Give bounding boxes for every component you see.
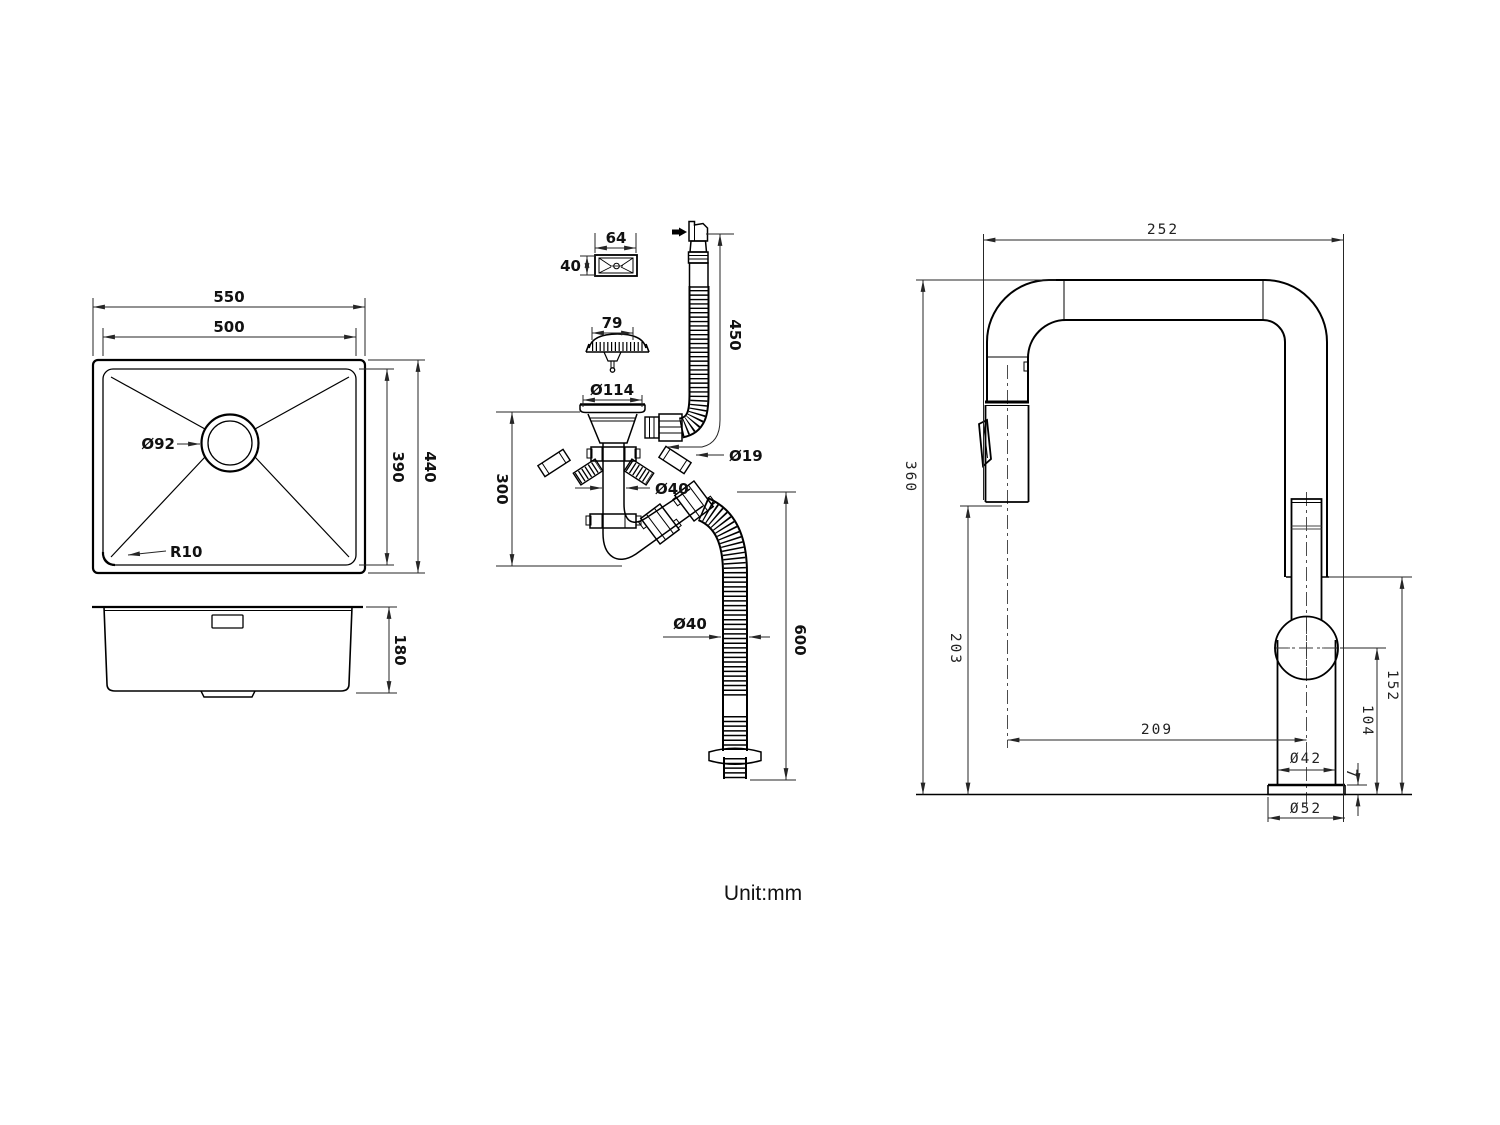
corner-radius-arc: [101, 551, 116, 567]
hose-end-flange: [708, 747, 762, 765]
dim-overflow-width: 64: [606, 229, 627, 247]
faucet-dimensions: 252 360 203 209 152 104 Ø42 7 Ø52: [902, 222, 1412, 822]
drain-flange-body: [579, 403, 704, 560]
dim-trap-height: 300: [493, 473, 511, 504]
dim-sink-outer-depth: 440: [421, 451, 439, 482]
tailpiece-nuts: [585, 446, 642, 529]
spray-trigger: [978, 418, 992, 468]
hose-spigots: [536, 445, 693, 486]
dim-base-thickness: 7: [1343, 769, 1359, 780]
unit-note: Unit:mm: [724, 882, 802, 905]
overflow-slot: [211, 614, 244, 629]
dim-spout-clearance: 203: [947, 633, 963, 665]
dim-overflow-height: 40: [560, 257, 581, 275]
trap-union-nuts: [638, 479, 716, 546]
dim-outlet-hose-diameter: Ø40: [673, 615, 707, 633]
dim-sink-inner-depth: 390: [389, 451, 407, 482]
dim-ball-joint-height: 104: [1359, 705, 1375, 737]
sink-side-view: 180: [92, 605, 409, 698]
dim-corner-radius: R10: [170, 543, 202, 561]
dim-spout-offset: 209: [1141, 722, 1173, 738]
dim-spout-reach: 252: [1147, 222, 1179, 238]
screw-icon: [672, 229, 679, 235]
outlet-hose: [697, 497, 762, 779]
faucet-view: 252 360 203 209 152 104 Ø42 7 Ø52: [902, 222, 1412, 822]
dim-body-diameter: Ø42: [1290, 751, 1322, 767]
overflow-tee: [644, 413, 683, 442]
spray-head: [978, 400, 1030, 503]
dim-overflow-hose-length: 450: [726, 319, 744, 350]
dim-base-diameter: Ø52: [1290, 801, 1322, 817]
overflow-cover: [594, 254, 638, 277]
dim-drain-diameter: Ø92: [141, 435, 175, 453]
drain-boss: [200, 690, 256, 698]
dim-sink-outer-width: 550: [213, 288, 244, 306]
dim-outlet-hose-length: 600: [791, 624, 809, 655]
strainer-basket: [585, 333, 650, 373]
sink-top-view: 550 500 390 440 Ø92 R10: [91, 288, 439, 575]
dim-strainer-diameter: 79: [602, 314, 623, 332]
overflow-hose: [678, 286, 710, 439]
drain-assembly: 64 40 79 Ø114 450 300 Ø19 Ø40: [493, 220, 809, 781]
drain-hole: [200, 413, 260, 473]
spout-clip-detail: [1023, 361, 1029, 372]
ball-joint: [1274, 615, 1339, 681]
dim-tailpipe-diameter: Ø40: [655, 480, 689, 498]
dim-handle-top-height: 152: [1384, 670, 1400, 702]
dim-spigot-diameter: Ø19: [729, 447, 763, 465]
overflow-top-connector: [672, 220, 709, 288]
dim-total-height: 360: [902, 461, 918, 493]
faucet-handle: [1290, 498, 1323, 620]
drain-dimensions: 64 40 79 Ø114 450 300 Ø19 Ø40: [493, 229, 809, 781]
dim-flange-diameter: Ø114: [590, 381, 634, 399]
dim-bowl-height: 180: [391, 634, 409, 665]
sink-side-dimensions: 180: [356, 606, 409, 694]
dim-sink-inner-width: 500: [213, 318, 244, 336]
sink-top-dimensions: 550 500 390 440 Ø92 R10: [92, 288, 439, 574]
